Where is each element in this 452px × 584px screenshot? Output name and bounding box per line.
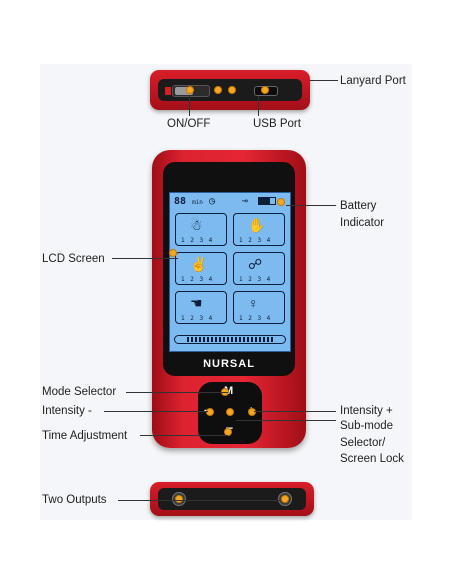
intensity-bar [174, 335, 286, 344]
device-top-view [150, 70, 310, 110]
label-lcd-screen: LCD Screen [42, 253, 105, 265]
time-marker [224, 428, 232, 436]
key-icon: ⊸ [242, 196, 249, 207]
lanyard-leader [310, 80, 338, 81]
cell-numbers: 1 2 3 4 [239, 237, 272, 244]
plus-marker [248, 408, 256, 416]
device-front-view: 88 min ◷ ⊸ ☃ 1 2 3 4 ✋ 1 2 3 4 ✌ 1 2 3 4 ☍ 1… [152, 150, 306, 448]
body-figure-icon: ☍ [248, 256, 263, 272]
mode-cell-5: ☚ 1 2 3 4 [175, 291, 227, 324]
lcd-status-bar: 88 min ◷ ⊸ [174, 196, 286, 210]
battery-icon [258, 197, 276, 205]
cell-numbers: 1 2 3 4 [181, 276, 214, 283]
bottom-panel [158, 488, 306, 510]
time-leader [140, 435, 228, 436]
body-figure-icon: ♀ [248, 295, 259, 311]
label-lanyard-port: Lanyard Port [340, 75, 406, 87]
cell-numbers: 1 2 3 4 [181, 315, 214, 322]
outputs-connector [174, 500, 280, 501]
device-bottom-view [150, 482, 314, 516]
output-marker-a [175, 495, 183, 503]
clock-icon: ◷ [208, 196, 215, 207]
cell-numbers: 1 2 3 4 [239, 315, 272, 322]
mode-cell-1: ☃ 1 2 3 4 [175, 213, 227, 246]
lcd-marker [169, 249, 177, 257]
brand-logo: NURSAL [203, 358, 255, 370]
battery-marker [277, 198, 285, 206]
lcd-timer-digits: 88 [174, 196, 187, 207]
submode-button[interactable] [226, 408, 234, 416]
lcd-leader [112, 258, 178, 259]
cell-numbers: 1 2 3 4 [239, 276, 272, 283]
usb-leader [258, 96, 259, 116]
label-time-adjustment: Time Adjustment [42, 430, 128, 442]
label-usb-port: USB Port [253, 118, 301, 130]
cell-numbers: 1 2 3 4 [181, 237, 214, 244]
body-figure-icon: ✌ [190, 256, 208, 272]
label-two-outputs: Two Outputs [42, 494, 107, 506]
minus-leader [104, 411, 208, 412]
label-intensity-minus: Intensity - [42, 405, 92, 417]
on-off-marker [186, 86, 194, 94]
switch-indicator [165, 87, 171, 95]
submode-leader [236, 420, 336, 421]
battery-leader [286, 205, 336, 206]
mode-cell-4: ☍ 1 2 3 4 [233, 252, 285, 285]
body-figure-icon: ✋ [248, 217, 266, 233]
plus-leader [254, 411, 336, 412]
label-submode-selector: Sub-mode Selector/ Screen Lock [340, 420, 404, 466]
output-marker-b [281, 495, 289, 503]
port-marker-1 [214, 86, 222, 94]
mode-leader [126, 392, 228, 393]
mode-cell-6: ♀ 1 2 3 4 [233, 291, 285, 324]
body-figure-icon: ☚ [190, 295, 203, 311]
lcd-screen: 88 min ◷ ⊸ ☃ 1 2 3 4 ✋ 1 2 3 4 ✌ 1 2 3 4 ☍ 1… [169, 192, 291, 352]
label-intensity-plus: Intensity + [340, 405, 393, 417]
label-mode-selector: Mode Selector [42, 386, 117, 398]
label-on-off: ON/OFF [167, 118, 211, 130]
mode-cell-2: ✋ 1 2 3 4 [233, 213, 285, 246]
port-marker-2 [228, 86, 236, 94]
on-off-leader [189, 96, 190, 116]
screen-bezel: 88 min ◷ ⊸ ☃ 1 2 3 4 ✋ 1 2 3 4 ✌ 1 2 3 4 ☍ 1… [163, 162, 295, 376]
lcd-timer-unit: min [192, 199, 203, 206]
mode-cell-3: ✌ 1 2 3 4 [175, 252, 227, 285]
switch-knob[interactable] [175, 87, 193, 95]
usb-marker [261, 86, 269, 94]
outputs-leader [118, 500, 174, 501]
top-panel [158, 79, 302, 101]
label-battery-indicator: Battery Indicator [340, 200, 385, 229]
minus-marker [206, 408, 214, 416]
body-figure-icon: ☃ [190, 217, 203, 233]
